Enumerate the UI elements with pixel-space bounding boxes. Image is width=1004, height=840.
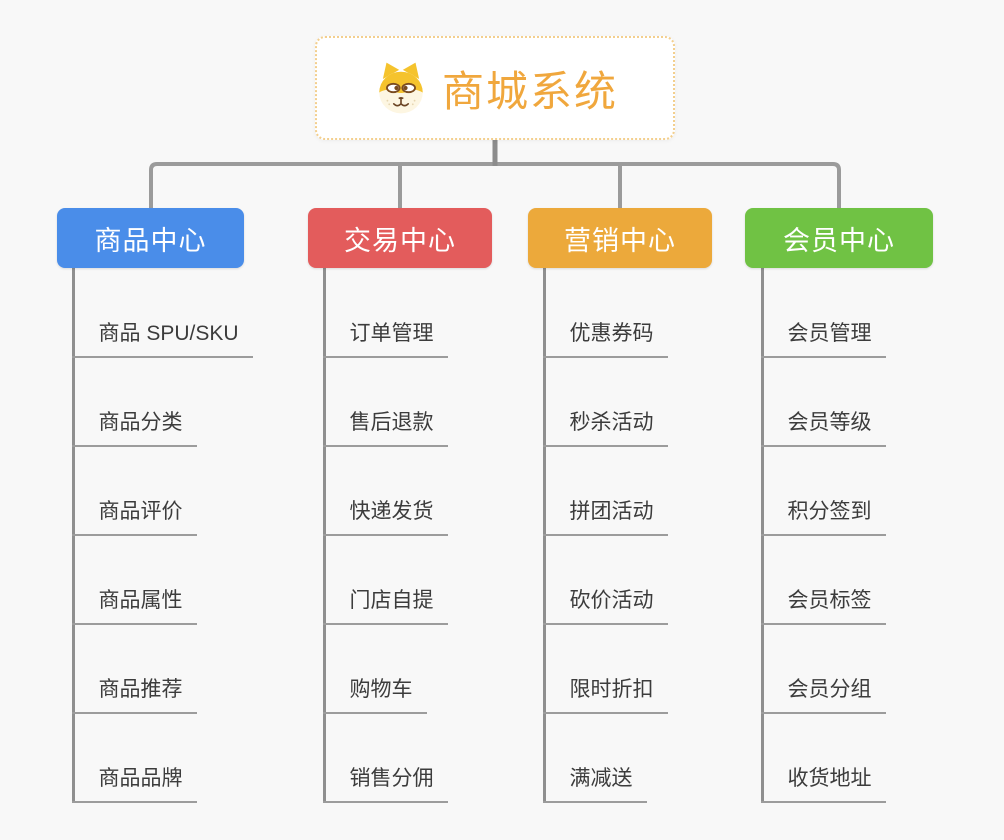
mindmap-item[interactable]: 收货地址 xyxy=(760,766,886,803)
mindmap-item[interactable]: 秒杀活动 xyxy=(542,410,668,447)
mindmap-item[interactable]: 售后退款 xyxy=(322,410,448,447)
mindmap-item[interactable]: 商品评价 xyxy=(71,499,197,536)
mindmap-item[interactable]: 优惠券码 xyxy=(542,321,668,358)
mindmap-item[interactable]: 会员标签 xyxy=(760,588,886,625)
mindmap-item[interactable]: 商品 SPU/SKU xyxy=(71,321,253,358)
branch-label: 商品中心 xyxy=(94,225,207,256)
branch-product-center[interactable]: 商品中心 xyxy=(57,208,244,268)
mindmap-item[interactable]: 销售分佣 xyxy=(322,766,448,803)
branch-marketing-center[interactable]: 营销中心 xyxy=(528,208,712,268)
branch-trade-center[interactable]: 交易中心 xyxy=(308,208,492,268)
mindmap-item[interactable]: 限时折扣 xyxy=(542,677,668,714)
mindmap-item[interactable]: 订单管理 xyxy=(322,321,448,358)
mindmap-item[interactable]: 快递发货 xyxy=(322,499,448,536)
mindmap-item[interactable]: 会员分组 xyxy=(760,677,886,714)
branch-label: 营销中心 xyxy=(564,225,676,256)
mindmap-item[interactable]: 商品分类 xyxy=(71,410,197,447)
mindmap-item[interactable]: 积分签到 xyxy=(760,499,886,536)
mindmap-item[interactable]: 购物车 xyxy=(322,677,427,714)
dog-icon xyxy=(379,62,423,114)
branch-member-center[interactable]: 会员中心 xyxy=(745,208,933,268)
mindmap-item[interactable]: 门店自提 xyxy=(322,588,448,625)
mindmap-item[interactable]: 商品推荐 xyxy=(71,677,197,714)
mindmap-item[interactable]: 拼团活动 xyxy=(542,499,668,536)
mindmap-item[interactable]: 商品品牌 xyxy=(71,766,197,803)
mindmap-item[interactable]: 满减送 xyxy=(542,766,647,803)
mindmap-item[interactable]: 会员管理 xyxy=(760,321,886,358)
branch-label: 交易中心 xyxy=(344,225,456,256)
mindmap-item[interactable]: 砍价活动 xyxy=(542,588,668,625)
branch-label: 会员中心 xyxy=(783,225,895,256)
root-title: 商城系统 xyxy=(441,67,618,115)
mindmap-item[interactable]: 商品属性 xyxy=(71,588,197,625)
mindmap-item[interactable]: 会员等级 xyxy=(760,410,886,447)
root-node[interactable]: 商城系统 xyxy=(315,36,675,140)
